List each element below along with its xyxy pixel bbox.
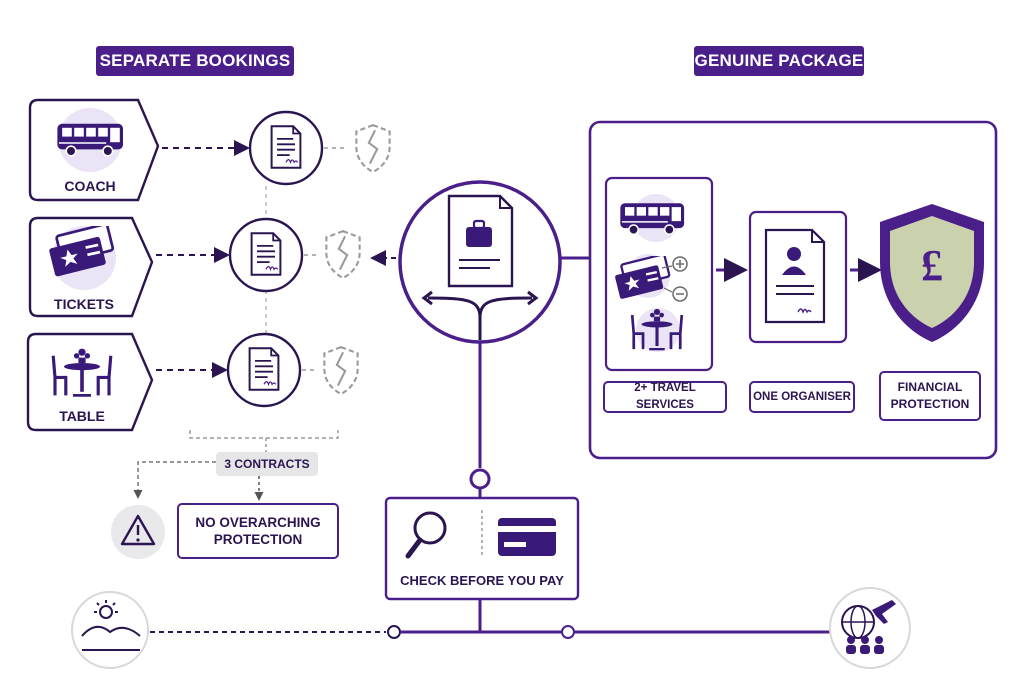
- pound-shield-icon: [880, 204, 984, 342]
- sun-icon: [99, 605, 113, 619]
- travel-services-label-box: [603, 381, 727, 413]
- service-box-tickets: [28, 216, 154, 318]
- contract-3: [226, 332, 302, 408]
- travellers-badge: [829, 587, 911, 669]
- airplane-icon: [872, 600, 896, 624]
- service-box-table: [26, 332, 154, 432]
- person-body: [782, 266, 806, 275]
- coach-label: COACH: [64, 178, 116, 194]
- organiser-contract-icon: [764, 228, 826, 324]
- cracked-shield-icon: [355, 124, 391, 173]
- credit-card-icon: [498, 518, 556, 556]
- plus-icon: [661, 256, 688, 272]
- timeline-node: [561, 625, 575, 639]
- organiser-label: ONE ORGANISER: [753, 390, 851, 403]
- to-warning-arrow: [133, 461, 216, 499]
- document-fold: [811, 230, 824, 243]
- service-box-coach: [28, 98, 160, 202]
- table-label: TABLE: [59, 408, 105, 424]
- protection-label-box: [879, 371, 981, 421]
- no-protection-label: NO OVERARCHING PROTECTION: [195, 515, 321, 547]
- check-before-pay-label: CHECK BEFORE YOU PAY: [400, 573, 564, 588]
- contract-document-icon: [248, 347, 280, 391]
- contracts-count-pill: 3 CONTRACTS: [216, 452, 318, 476]
- cracked-shield-icon: [325, 230, 361, 279]
- magnifier-icon: [405, 511, 447, 559]
- cracked-shield-icon: [323, 346, 359, 395]
- suitcase-icon: [466, 227, 492, 247]
- connector-node: [469, 468, 491, 490]
- contracts-bracket: [189, 430, 339, 439]
- contract-document-icon: [270, 125, 302, 169]
- decision-hub: [398, 180, 562, 344]
- warning-badge: [111, 505, 165, 559]
- timeline-node: [387, 625, 401, 639]
- person-icon: [787, 247, 801, 261]
- holiday-landscape-badge: [71, 591, 149, 669]
- protection-label: FINANCIAL PROTECTION: [890, 380, 970, 411]
- plus-icon: [663, 286, 688, 302]
- genuine-package-title: GENUINE PACKAGE: [694, 46, 864, 76]
- contract-document-icon: [250, 232, 282, 276]
- no-protection-box: [177, 503, 339, 559]
- warning-icon: [120, 514, 156, 546]
- organiser-label-box: [749, 381, 855, 413]
- signature-mark: [797, 308, 812, 315]
- tickets-label: TICKETS: [54, 296, 114, 312]
- travel-services-label: 2+ TRAVEL SERVICES: [634, 382, 696, 411]
- separate-bookings-title: SEPARATE BOOKINGS: [96, 46, 294, 76]
- contract-1: [248, 110, 324, 186]
- pound-symbol: £: [921, 240, 943, 290]
- contract-2: [228, 217, 304, 293]
